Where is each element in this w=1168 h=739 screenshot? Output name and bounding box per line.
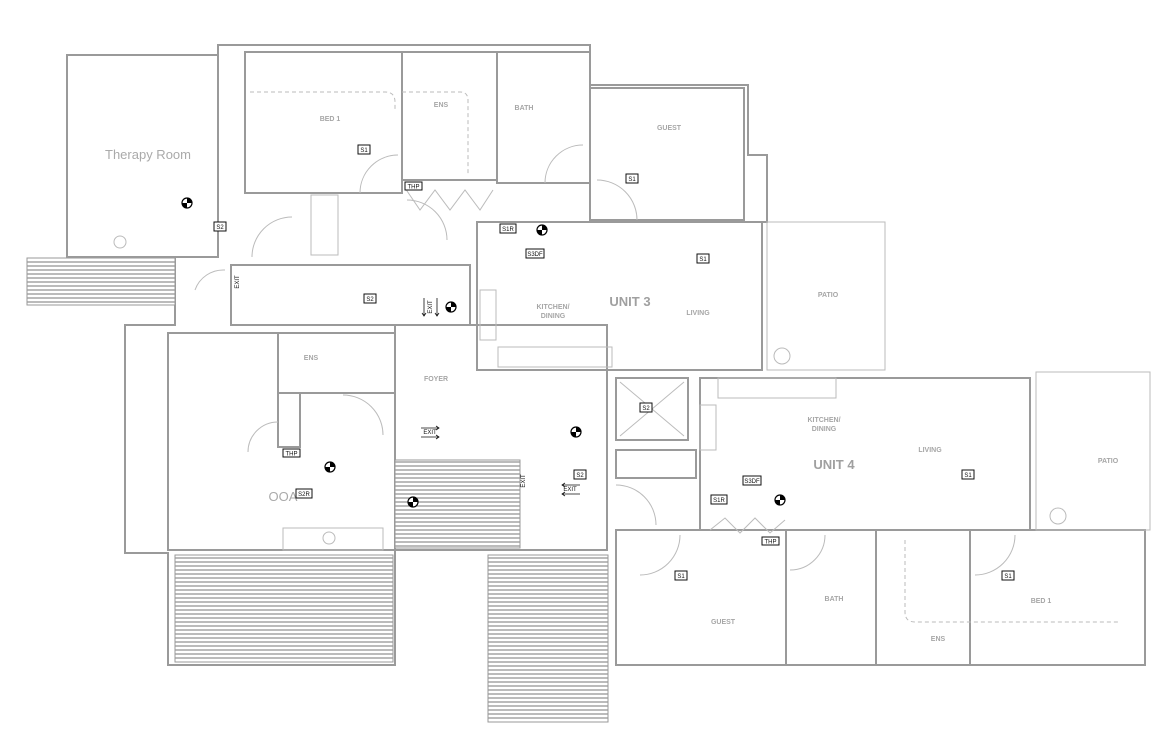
exit-sign: EXIT [428,300,434,314]
tag-s1: S1 [674,570,688,581]
tag-s2: S2 [639,402,653,413]
tags: S1 S1 S1 S1 S1 S1 S2 S2 S2 S2 S1R S1R S3… [213,144,1015,581]
svg-text:S1R: S1R [713,498,725,504]
exit-sign: EXIT [235,275,241,289]
room-living-unit4: LIVING [918,447,942,454]
room-bath-unit4: BATH [825,596,844,603]
room-therapy-room: Therapy Room [105,147,191,162]
room-kitchen-unit3-line2: DINING [541,313,566,320]
tag-s2: S2 [573,469,587,480]
svg-text:THP: THP [765,540,777,546]
tag-s1: S1 [625,173,639,184]
room-foyer: FOYER [424,376,448,383]
svg-text:S3DF: S3DF [527,252,543,258]
detector-icon [407,496,419,508]
tag-thp: THP [404,181,423,191]
svg-text:S2: S2 [576,473,584,479]
svg-text:S1R: S1R [502,227,514,233]
room-kitchen-unit4-line1: KITCHEN/ [807,417,840,424]
unit3-title: UNIT 3 [609,294,650,309]
room-guest-unit3: GUEST [657,125,682,132]
exit-sign: EXIT [423,430,437,436]
exit-sign: EXIT [563,487,577,493]
room-bath-unit3: BATH [515,105,534,112]
room-ooa: OOA [269,489,298,504]
svg-text:S1: S1 [699,257,707,263]
tag-s1r: S1R [710,494,728,505]
exit-arrow-icon [421,425,440,440]
svg-text:S1: S1 [360,148,368,154]
room-ens-ooa: ENS [304,355,319,362]
detector-icon [324,461,336,473]
exit-sign: EXIT [521,474,527,488]
room-bed1-unit4: BED 1 [1031,598,1052,605]
tag-thp: THP [761,536,780,546]
tag-s1: S1 [1001,570,1015,581]
room-ens-unit4: ENS [931,636,946,643]
stairs [26,257,609,723]
unit4-title: UNIT 4 [813,457,855,472]
detector-icon [181,197,193,209]
tag-s3df: S3DF [742,475,762,486]
tag-s1: S1 [696,253,710,264]
room-labels: Therapy Room BED 1 ENS BATH GUEST UNIT 3… [105,102,1119,643]
tag-thp: THP [282,448,301,458]
exit-arrow-icon [561,482,580,497]
exit-signs: EXIT EXIT EXIT EXIT EXIT [235,275,580,497]
tag-s2: S2 [213,221,227,232]
room-kitchen-unit3-line1: KITCHEN/ [536,304,569,311]
tag-s2: S2 [363,293,377,304]
room-kitchen-unit4-line2: DINING [812,426,837,433]
svg-text:S2: S2 [216,225,224,231]
exit-arrow-icon [421,298,440,317]
svg-text:S1: S1 [628,177,636,183]
room-patio-unit4: PATIO [1098,458,1119,465]
svg-text:THP: THP [408,185,420,191]
tag-s1r: S1R [499,223,517,234]
svg-text:S2: S2 [366,297,374,303]
detector-icon [536,224,548,236]
room-patio-unit3: PATIO [818,292,839,299]
svg-text:S3DF: S3DF [744,479,760,485]
svg-text:S1: S1 [1004,574,1012,580]
tag-s3df: S3DF [525,248,545,259]
detector-icon [774,494,786,506]
tag-s2r: S2R [295,488,313,499]
detector-icon [445,301,457,313]
walls [66,44,1151,666]
svg-text:S1: S1 [964,473,972,479]
room-ens-unit3: ENS [434,102,449,109]
tag-s1: S1 [961,469,975,480]
detector-icon [570,426,582,438]
svg-text:S1: S1 [677,574,685,580]
svg-text:S2R: S2R [298,492,310,498]
room-bed1-unit3: BED 1 [320,116,341,123]
svg-text:S2: S2 [642,406,650,412]
room-guest-unit4: GUEST [711,619,736,626]
svg-text:THP: THP [286,452,298,458]
room-living-unit3: LIVING [686,310,710,317]
tag-s1: S1 [357,144,371,155]
